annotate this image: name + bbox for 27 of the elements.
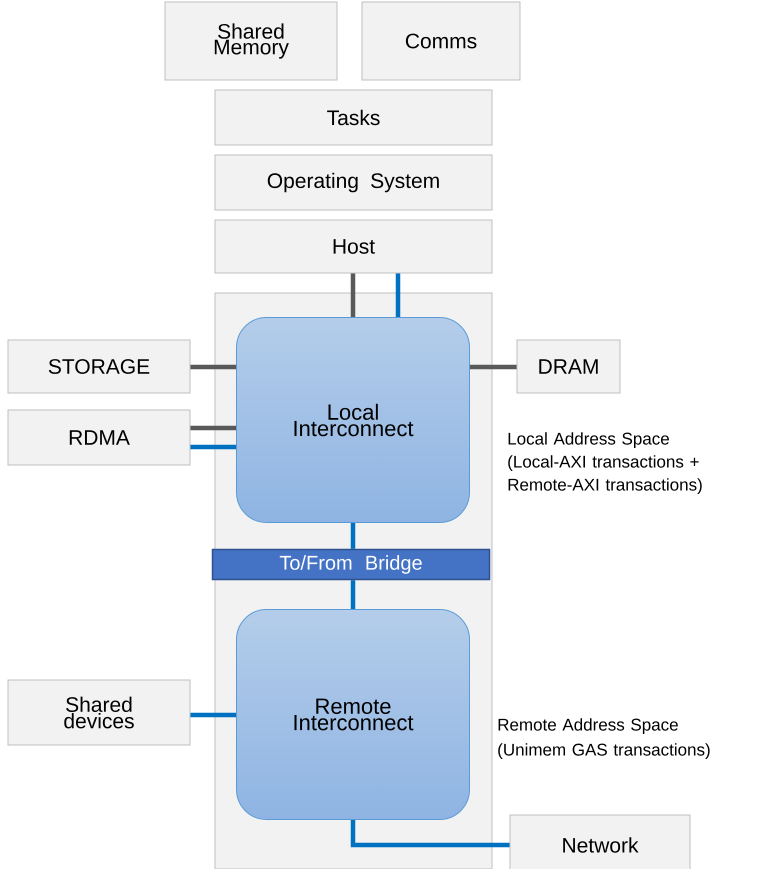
label-box: Shared devices: [8, 680, 190, 746]
label-box: RDMA: [8, 410, 190, 466]
label-box: Host: [214, 220, 492, 274]
label-box: DRAM: [516, 340, 620, 394]
label-box: Comms: [362, 2, 520, 80]
interconnect-box: Local Interconnect: [236, 317, 470, 523]
annotation-text: Local Address Space: [508, 432, 669, 448]
connector-line: [350, 523, 356, 549]
connector-line: [396, 274, 400, 317]
annotation-text: (Local-AXI transactions + Remote-AXI transactions): [508, 455, 702, 494]
connector-line: [190, 426, 236, 430]
interconnect-box: Remote Interconnect: [236, 609, 470, 820]
label-box: Network: [510, 814, 690, 869]
annotation-text: Remote Address Space: [498, 718, 678, 734]
connector-line: [470, 364, 516, 370]
connector-line: [190, 364, 236, 370]
connector-line: [350, 820, 510, 848]
label-box: Operating System: [214, 154, 492, 210]
label-box: Shared Memory: [164, 2, 338, 80]
annotation-text: (Unimem GAS transactions): [498, 743, 710, 760]
label-box: Tasks: [214, 90, 492, 146]
connector-line: [190, 712, 236, 718]
label-box: STORAGE: [8, 340, 190, 394]
connector-line: [350, 580, 356, 609]
bridge-bar: To/From Bridge: [212, 548, 490, 580]
connector-line: [350, 274, 356, 317]
connector-line: [190, 444, 236, 450]
